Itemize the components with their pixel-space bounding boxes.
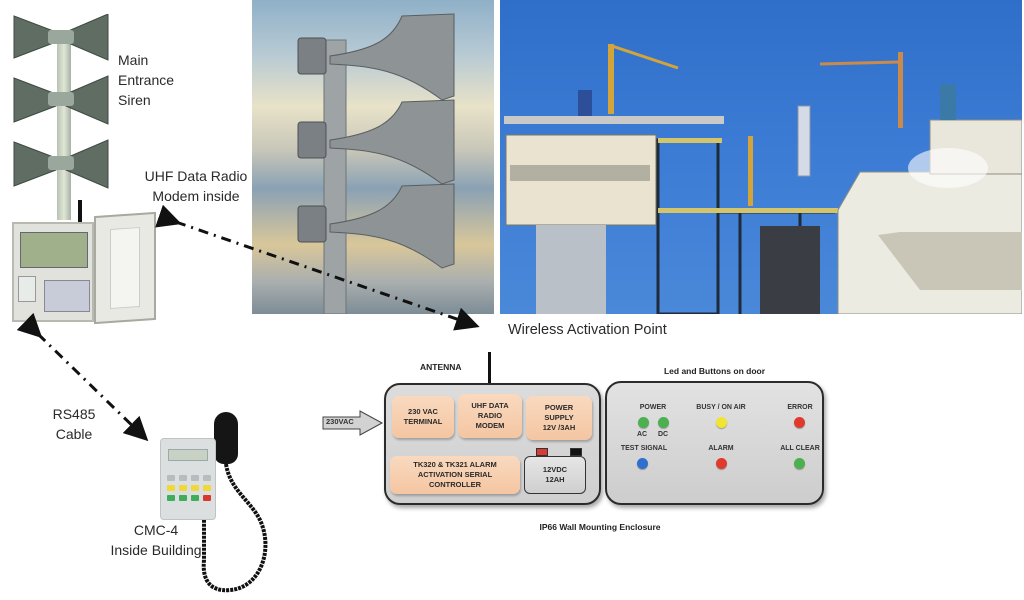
cmc4-label: CMC-4 Inside Building: [96, 520, 216, 560]
main-siren-label-line-2: Entrance: [118, 72, 175, 88]
module-uhf-radio-modem-text: UHF DATA RADIO MODEM: [471, 401, 509, 430]
rs485-label-line-1: RS485: [52, 406, 96, 422]
antenna-icon: [488, 352, 491, 384]
module-power-supply-text: POWER SUPPLY 12V /3AH: [542, 403, 576, 432]
enclosure-antenna: [78, 200, 82, 224]
led-label-error: ERROR: [787, 404, 813, 411]
button-all-clear[interactable]: [794, 458, 805, 469]
wireless-activation-label: Wireless Activation Point: [508, 322, 667, 338]
rs485-label: RS485 Cable: [44, 404, 104, 444]
led-label-all-clear: ALL CLEAR: [780, 445, 820, 452]
module-uhf-radio-modem: UHF DATA RADIO MODEM: [458, 394, 522, 438]
siren-pole: [57, 30, 71, 220]
module-230vac-terminal: 230 VAC TERMINAL: [392, 396, 454, 438]
led-label-dc: DC: [657, 431, 669, 438]
enclosure-photo: [12, 222, 94, 322]
door-panel-title: Led and Buttons on door: [663, 366, 766, 376]
cmc4-label-line-2: Inside Building: [110, 542, 202, 558]
module-230vac-terminal-text: 230 VAC TERMINAL: [403, 407, 443, 426]
led-label-busy: BUSY / ON AIR: [696, 404, 746, 411]
led-power-dc: [658, 417, 669, 428]
main-siren-image: [13, 14, 109, 189]
siren-sky-photo: [252, 0, 494, 314]
button-alarm[interactable]: [716, 458, 727, 469]
power-input-arrow: [322, 410, 384, 436]
industrial-plant-photo: [500, 0, 1022, 314]
battery-text: 12VDC 12AH: [542, 465, 568, 484]
microphone: [214, 412, 238, 464]
led-label-ac: AC: [636, 431, 648, 438]
main-siren-label: Main Entrance Siren: [118, 50, 174, 110]
main-siren-label-line-1: Main: [118, 52, 149, 68]
uhf-modem-label-line-1: UHF Data Radio: [144, 168, 248, 184]
module-alarm-controller: TK320 & TK321 ALARM ACTIVATION SERIAL CO…: [390, 456, 520, 494]
coiled-cable: [201, 463, 268, 593]
power-input-label: 230VAC: [326, 417, 354, 426]
cmc4-display: [168, 449, 208, 461]
cmc4-label-line-1: CMC-4: [133, 522, 179, 538]
battery-12vdc: 12VDC 12AH: [524, 456, 586, 494]
enclosure-door: [94, 211, 156, 325]
battery-negative-terminal: [570, 448, 582, 456]
led-busy-on-air: [716, 417, 727, 428]
led-label-power: POWER: [639, 404, 667, 411]
rs485-label-line-2: Cable: [55, 426, 93, 442]
cmc4-device: [160, 438, 216, 520]
antenna-label: ANTENNA: [420, 362, 462, 372]
uhf-modem-label-line-2: Modem inside: [152, 188, 240, 204]
module-alarm-controller-text: TK320 & TK321 ALARM ACTIVATION SERIAL CO…: [413, 460, 497, 489]
door-panel: [605, 381, 824, 505]
module-power-supply: POWER SUPPLY 12V /3AH: [526, 396, 592, 440]
main-siren-label-line-3: Siren: [118, 92, 151, 108]
enclosure-caption: IP66 Wall Mounting Enclosure: [539, 522, 661, 532]
button-test-signal[interactable]: [637, 458, 648, 469]
battery-positive-terminal: [536, 448, 548, 456]
led-label-test-signal: TEST SIGNAL: [620, 445, 668, 452]
led-power-ac: [638, 417, 649, 428]
uhf-modem-label: UHF Data Radio Modem inside: [136, 166, 256, 206]
led-label-alarm: ALARM: [708, 445, 734, 452]
led-error: [794, 417, 805, 428]
